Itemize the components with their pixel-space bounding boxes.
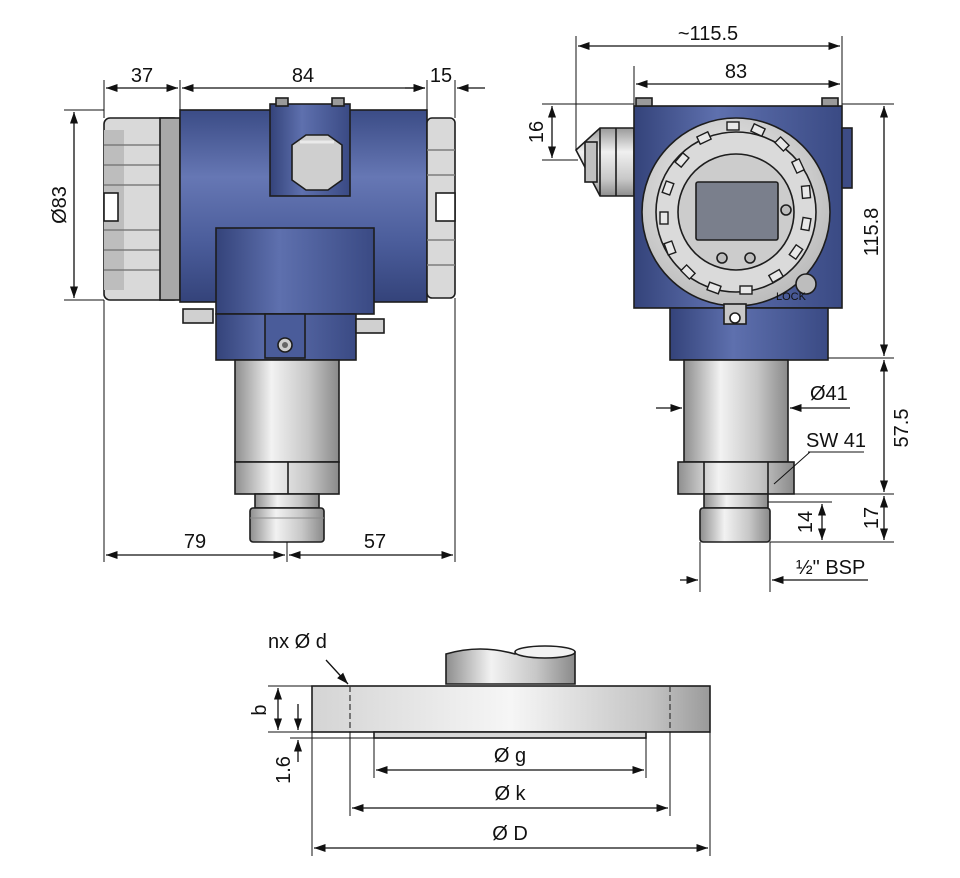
side-dim-37: 37 (131, 65, 153, 87)
front-dim-83: 83 (725, 61, 747, 83)
flange-dim-1-6: 1.6 (273, 756, 295, 784)
flange-dim-k: Ø k (494, 783, 526, 805)
side-hex-nut (234, 461, 340, 495)
flange-dim-D: Ø D (492, 823, 528, 845)
flange-dim-b: b (249, 704, 271, 715)
front-button-2 (744, 252, 756, 264)
front-button-3 (780, 204, 792, 216)
side-dimensions (64, 80, 485, 562)
front-dim-57-5: 57.5 (891, 409, 913, 448)
flange-view: nx Ø d b 1.6 Ø g Ø k Ø D (249, 631, 711, 856)
front-view: LOCK (526, 23, 913, 592)
front-process-connection (699, 493, 771, 543)
front-dim-115-8: 115.8 (861, 208, 883, 257)
front-dim-diameter-41: Ø41 (810, 383, 848, 405)
front-button-1 (716, 252, 728, 264)
side-left-cap (103, 117, 181, 301)
flange-stub (445, 645, 576, 685)
side-dim-15: 15 (430, 65, 452, 87)
flange-dimensions (268, 659, 711, 856)
front-lock: LOCK (776, 273, 817, 303)
side-dim-57: 57 (364, 531, 386, 553)
front-cable-gland (575, 127, 635, 197)
side-dim-diameter-83: Ø83 (49, 186, 71, 224)
side-process-connection (249, 493, 325, 543)
front-dim-17: 17 (861, 507, 883, 529)
front-dim-16: 16 (526, 121, 548, 143)
lock-icon (795, 273, 817, 295)
side-view: 37 84 15 Ø83 79 57 (49, 65, 485, 562)
front-dim-sw41: SW 41 (806, 430, 866, 452)
side-right-cap (426, 117, 456, 299)
side-neck (182, 308, 385, 361)
front-dim-thread: ½" BSP (796, 557, 865, 579)
lock-label: LOCK (776, 291, 807, 303)
side-top-block (269, 97, 351, 197)
side-sensor-tube (234, 359, 340, 463)
front-dimensions (542, 36, 894, 592)
flange-body (311, 685, 711, 733)
flange-raised-face (373, 731, 647, 739)
side-dim-79: 79 (184, 531, 206, 553)
front-sensor-tube (683, 359, 789, 463)
front-hex-nut (677, 461, 795, 495)
flange-dim-g: Ø g (494, 745, 526, 767)
flange-dim-bolt-holes: nx Ø d (268, 631, 327, 653)
front-neck (669, 307, 829, 361)
front-display-cover (641, 117, 831, 307)
side-electronics-box (215, 227, 375, 315)
front-dim-115-5: ~115.5 (678, 23, 738, 45)
side-dim-84: 84 (292, 65, 314, 87)
front-dim-14: 14 (795, 511, 817, 533)
